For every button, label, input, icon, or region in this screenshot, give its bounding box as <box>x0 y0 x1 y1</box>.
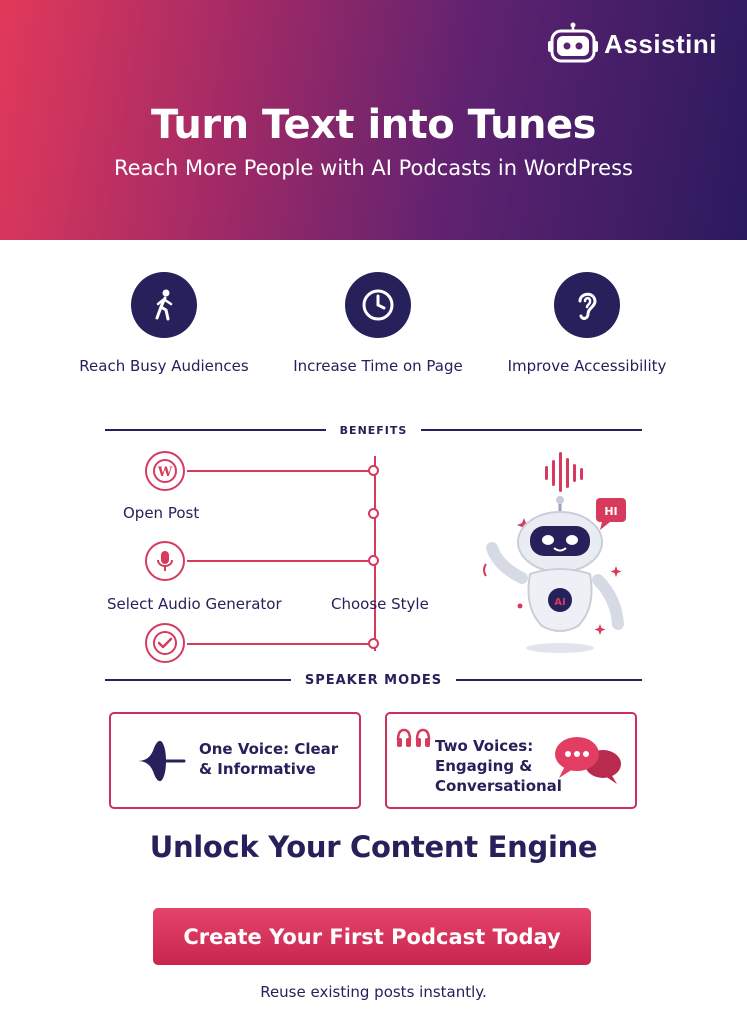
timeline-node <box>368 508 379 519</box>
svg-text:W: W <box>157 465 173 480</box>
step-label-open-post: Open Post <box>123 504 200 522</box>
step-complete-circle <box>145 623 185 663</box>
feature-improve-accessibility: Improve Accessibility <box>487 272 687 375</box>
mode-two-voices-line3: Conversational <box>435 777 562 795</box>
divider-line-right <box>456 679 643 681</box>
clock-icon <box>345 272 411 338</box>
feature-label: Improve Accessibility <box>507 357 667 375</box>
feature-label: Increase Time on Page <box>293 357 463 375</box>
hi-speech-badge <box>596 498 626 522</box>
hero-subtitle: Reach More People with AI Podcasts in Wo… <box>114 156 633 180</box>
step-open-post-circle: W <box>145 451 185 491</box>
speaker-modes-heading: SPEAKER MODES <box>304 672 443 688</box>
microphone-icon <box>157 551 173 571</box>
chat-bubbles-icon <box>555 737 621 784</box>
step-connector <box>187 470 370 472</box>
timeline-vertical-line <box>374 456 376 651</box>
mode-one-voice-text: One Voice: Clear & Informative <box>199 739 338 779</box>
mode-card-two-voices[interactable]: Two Voices: Engaging & Conversational <box>385 712 637 809</box>
hero-banner: Assistini Turn Text into Tunes Reach Mor… <box>0 0 747 240</box>
timeline-node <box>368 638 379 649</box>
walking-person-icon <box>131 272 197 338</box>
feature-increase-time-on-page: Increase Time on Page <box>278 272 478 375</box>
benefits-divider: BENEFITS <box>105 420 642 440</box>
hero-title: Turn Text into Tunes <box>151 102 596 148</box>
create-first-podcast-button[interactable]: Create Your First Podcast Today <box>153 908 591 965</box>
mode-two-voices-line1: Two Voices: <box>435 737 534 755</box>
divider-line-right <box>421 429 642 431</box>
unlock-heading: Unlock Your Content Engine <box>149 830 598 864</box>
step-connector <box>187 643 370 645</box>
benefits-heading: BENEFITS <box>339 423 408 437</box>
brand-logo[interactable]: Assistini <box>548 22 717 66</box>
ear-icon <box>554 272 620 338</box>
waveform-icon <box>138 740 186 782</box>
timeline-node <box>368 465 379 476</box>
svg-text:HI: HI <box>604 505 617 518</box>
timeline-node <box>368 555 379 566</box>
mode-one-voice-line2: & Informative <box>199 760 316 778</box>
robot-mascot-illustration: HI AI <box>483 452 626 653</box>
step-label-select-audio-generator: Select Audio Generator <box>107 595 282 613</box>
feature-reach-busy-audiences: Reach Busy Audiences <box>64 272 264 375</box>
mode-two-voices-line2: Engaging & <box>435 757 533 775</box>
divider-line-left <box>105 429 326 431</box>
mode-one-voice-line1: One Voice: Clear <box>199 740 339 758</box>
step-audio-generator-circle <box>145 541 185 581</box>
mode-two-voices-text: Two Voices: Engaging & Conversational <box>435 736 562 796</box>
step-label-choose-style: Choose Style <box>331 595 429 613</box>
step-connector <box>187 560 370 562</box>
svg-text:AI: AI <box>554 597 565 608</box>
brand-name: Assistini <box>604 28 717 59</box>
checkmark-icon <box>153 631 177 655</box>
speaker-modes-divider: SPEAKER MODES <box>105 670 643 690</box>
robot-logo-icon <box>548 22 599 63</box>
cta-footnote: Reuse existing posts instantly. <box>260 983 487 1001</box>
divider-line-left <box>105 679 291 681</box>
mode-card-one-voice[interactable]: One Voice: Clear & Informative <box>109 712 361 809</box>
soundwave-icon <box>545 452 583 492</box>
headphones-icon <box>396 728 431 747</box>
wordpress-icon: W <box>153 459 177 483</box>
feature-label: Reach Busy Audiences <box>79 357 249 375</box>
